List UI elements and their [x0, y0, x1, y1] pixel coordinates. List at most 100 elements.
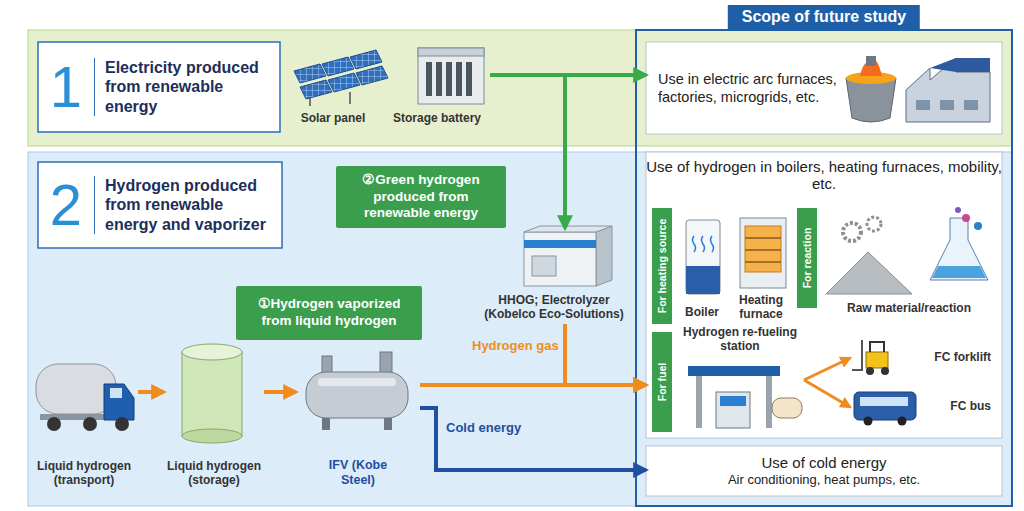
scope-region: Scope of future studyUse in electric arc…: [636, 30, 1012, 506]
ifv-vaporizer-icon: [306, 352, 408, 430]
heating-furnace-icon: [745, 238, 781, 262]
ifv-vaporizer-icon: [318, 378, 396, 386]
electrolyzer-icon: [524, 226, 612, 286]
node-outline: [646, 152, 1002, 438]
node-text: Use of hydrogen in boilers, heating furn…: [646, 152, 1002, 192]
ifv-vaporizer-icon: [322, 418, 330, 430]
fc-bus-icon: [860, 397, 908, 406]
node-text: Hydrogen re-fueling station: [676, 326, 804, 354]
node-text: For heating source: [656, 219, 668, 314]
truck-icon: [110, 388, 122, 398]
icon-item: HHOG; Electrolyzer (Kobelco Eco-Solution…: [476, 228, 632, 324]
fc-bus-icon: [854, 392, 916, 426]
node-text: 2: [46, 176, 86, 234]
green-label: ①Hydrogen vaporized from liquid hydrogen: [236, 286, 422, 340]
icon-item: Boiler: [676, 212, 728, 322]
storage-tank-icon: [182, 344, 242, 360]
heating-furnace-icon: [740, 218, 786, 288]
icon-item: Liquid hydrogen (transport): [30, 352, 138, 490]
heating-furnace-icon: [745, 226, 781, 272]
section-box: 2Hydrogen produced from renewable energy…: [38, 162, 282, 248]
truck-icon: [115, 417, 129, 431]
raw-material-icon: [932, 266, 986, 278]
node-text: ②Green hydrogen produced from renewable …: [344, 172, 498, 223]
solar-panel-icon: [300, 80, 332, 99]
storage-tank-icon: [182, 352, 242, 436]
icon-item: FC forklift: [850, 340, 995, 376]
raw-material-icon: [826, 252, 912, 294]
boiler-icon: [686, 266, 720, 294]
node-outline: [38, 42, 280, 132]
flow-arrow: [264, 390, 296, 394]
solar-panel-icon: [356, 66, 388, 85]
category-tab: For reaction: [797, 208, 817, 308]
fc-forklift-icon: [852, 340, 889, 375]
raw-material-icon: [930, 218, 988, 280]
node-text: For reaction: [801, 228, 813, 289]
refueling-station-icon: [696, 376, 702, 428]
solar-panel-icon: [349, 92, 351, 104]
boiler-icon: [693, 236, 714, 252]
node-text: Use of cold energy: [761, 454, 886, 472]
raw-material-icon: [955, 207, 961, 213]
storage-tank-icon: [182, 429, 242, 443]
factory-icon: [930, 58, 990, 72]
factory-icon: [906, 58, 990, 122]
fc-forklift-icon: [881, 367, 889, 375]
electrolyzer-icon: [524, 226, 612, 232]
flow-arrow: [804, 358, 850, 380]
icon-item: FC bus: [850, 386, 995, 428]
flow-arrow: [565, 324, 646, 385]
refueling-station-icon: [772, 398, 802, 418]
edge-label: Cold energy: [444, 420, 523, 435]
electrolyzer-icon: [524, 240, 596, 248]
storage-tank-icon: [182, 344, 242, 443]
arc-furnace-icon: [846, 56, 896, 122]
truck-icon: [36, 364, 134, 431]
node-text: Use in electric arc furnaces, factories,…: [646, 70, 848, 106]
refueling-station-icon: [766, 376, 772, 428]
category-tab: For heating source: [652, 208, 672, 324]
green-label: ②Green hydrogen produced from renewable …: [336, 166, 506, 228]
icon-item: Storage battery: [384, 44, 490, 128]
storage-battery-icon: [418, 48, 484, 56]
edge-label: Hydrogen gas: [470, 338, 561, 353]
storage-battery-icon: [418, 48, 484, 104]
node-text: FC bus: [950, 400, 991, 414]
use-box: Use of hydrogen in boilers, heating furn…: [646, 152, 1002, 438]
node-text: ①Hydrogen vaporized from liquid hydrogen: [244, 296, 414, 330]
raw-material-icon: [962, 214, 970, 222]
refueling-station-icon: [720, 396, 746, 406]
node-text: Liquid hydrogen (transport): [30, 460, 138, 488]
raw-material-icon: [974, 222, 982, 230]
ifv-vaporizer-icon: [384, 418, 392, 430]
node-text: Solar panel: [301, 112, 366, 126]
storage-battery-icon: [456, 62, 462, 96]
category-tab: For fuel: [652, 332, 672, 432]
icon-item: Solar panel: [286, 48, 380, 128]
node-text: Scope of future study: [728, 5, 920, 29]
icon-item: Heating furnace: [730, 212, 792, 324]
node-fills: [38, 30, 1012, 506]
node-text: For fuel: [656, 363, 668, 402]
solar-panel-icon: [294, 50, 388, 106]
flow-arrow: [420, 408, 646, 470]
flow-arrow: [138, 390, 164, 394]
refueling-station-icon: [716, 392, 750, 428]
node-text: Raw material/reaction: [847, 302, 971, 316]
blue-band: [28, 152, 1012, 506]
node-text: Liquid hydrogen (storage): [164, 460, 264, 488]
node-text: Hydrogen produced from renewable energy …: [94, 176, 274, 234]
storage-battery-icon: [418, 48, 484, 104]
arc-furnace-icon: [866, 56, 876, 66]
green-band: [28, 30, 1012, 146]
raw-material-icon: [843, 223, 861, 241]
storage-battery-icon: [426, 62, 432, 96]
solar-panel-icon: [294, 64, 326, 83]
icon-item: IFV (Kobe Steel): [296, 348, 420, 490]
node-text: HHOG; Electrolyzer (Kobelco Eco-Solution…: [476, 294, 632, 322]
fc-forklift-icon: [870, 342, 884, 352]
node-text: Air conditioning, heat pumps, etc.: [728, 472, 920, 488]
fc-bus-icon: [854, 392, 916, 420]
